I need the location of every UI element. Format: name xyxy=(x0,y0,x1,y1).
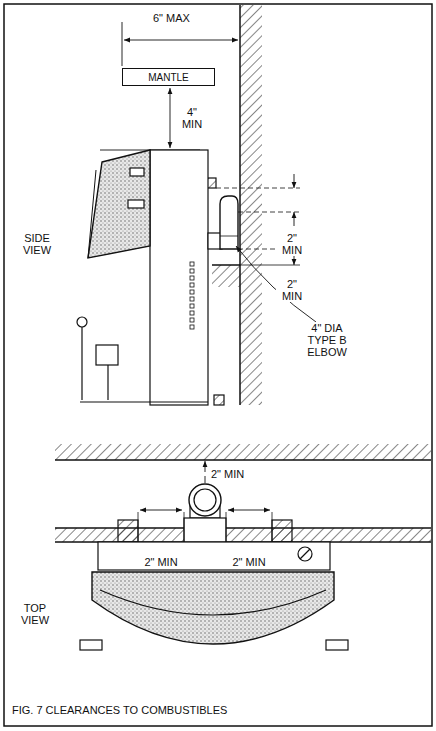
foot xyxy=(80,640,102,650)
dimension-label: 2" MIN xyxy=(210,468,245,480)
stud xyxy=(118,520,138,542)
louver xyxy=(190,283,194,287)
louver xyxy=(190,269,194,273)
wall-hatch xyxy=(240,5,262,405)
wall-face xyxy=(55,527,431,529)
screw-slot xyxy=(300,549,310,559)
foot xyxy=(214,395,224,405)
wall-hatch xyxy=(55,528,431,542)
hood-tab xyxy=(128,200,144,208)
gas-line xyxy=(107,365,108,400)
ledge xyxy=(212,264,240,266)
louver xyxy=(190,311,194,315)
node-text: MANTLE xyxy=(148,72,189,83)
figure-caption: FIG. 7 CLEARANCES TO COMBUSTIBLES xyxy=(12,704,227,716)
hood-edge xyxy=(88,170,96,258)
type-b-elbow xyxy=(220,196,238,249)
view-title: SIDE VIEW xyxy=(14,232,60,256)
dimension-label: 2" MIN xyxy=(136,556,186,568)
hood-edge xyxy=(100,590,326,615)
heater-body xyxy=(150,150,208,405)
dimension-arrow xyxy=(205,476,206,483)
wall-hatch xyxy=(55,444,431,460)
foot xyxy=(326,640,348,650)
dimension-line xyxy=(140,510,182,511)
burner-hood xyxy=(88,150,150,258)
part-label: 4" DIA TYPE B ELBOW xyxy=(300,322,354,358)
extension-line xyxy=(238,212,300,213)
dimension-label: 2" MIN xyxy=(224,556,274,568)
extension-line xyxy=(216,188,300,189)
mantle-box: MANTLE xyxy=(122,68,215,86)
flue-collar xyxy=(184,518,226,542)
louver xyxy=(190,304,194,308)
ledge-hatch xyxy=(212,265,240,287)
control-box xyxy=(96,345,118,365)
heater-body xyxy=(98,542,330,570)
stud xyxy=(272,520,292,542)
wall-face xyxy=(239,5,241,405)
dimension-arrow xyxy=(294,174,295,188)
louver xyxy=(190,276,194,280)
view-title: TOP VIEW xyxy=(14,602,56,626)
louvers xyxy=(190,262,194,329)
louver xyxy=(190,262,194,266)
wall-face xyxy=(55,459,431,461)
extension-line xyxy=(122,22,123,66)
dimension-label: 2" MIN xyxy=(276,278,308,302)
base xyxy=(80,401,208,402)
louver xyxy=(190,297,194,301)
dimension-line xyxy=(228,510,270,511)
leader-line xyxy=(236,246,316,322)
extension-line xyxy=(240,265,300,266)
louver xyxy=(190,290,194,294)
dimension-line xyxy=(124,40,238,41)
dimension-label: 4" MIN xyxy=(176,106,208,130)
dimension-arrow xyxy=(294,212,295,226)
dimension-arrow xyxy=(205,461,206,472)
louver xyxy=(190,318,194,322)
control-knob xyxy=(77,317,87,327)
dimension-label: 2" MIN xyxy=(276,232,308,256)
elbow-inner xyxy=(194,489,216,511)
dimension-line xyxy=(170,88,171,148)
hood-tab xyxy=(130,168,144,176)
frame xyxy=(4,4,432,726)
dimension-label: 6" MAX xyxy=(152,12,191,24)
gas-line xyxy=(81,327,82,400)
screw xyxy=(298,547,312,561)
burner-hood xyxy=(92,572,334,644)
louver xyxy=(190,325,194,329)
elbow-seam xyxy=(220,236,238,237)
type-b-elbow xyxy=(189,484,221,516)
